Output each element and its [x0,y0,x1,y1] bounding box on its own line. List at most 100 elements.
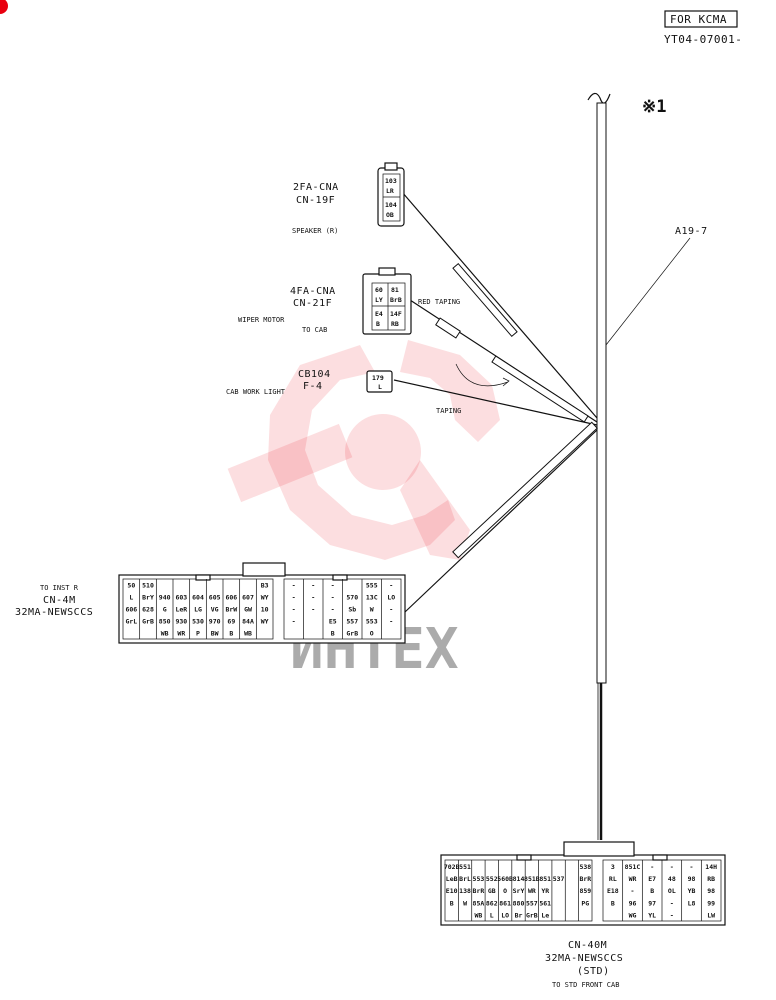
cn4m-left-pin-label: 50 [127,582,135,590]
cn4m-right-pin-label: W [370,606,374,614]
cn4m-left-pin-label: P [196,630,200,638]
cn4m-left-pin-label: LG [194,606,202,614]
trunk-mark: ※1 [642,97,666,117]
cn40m-left-pin-label: 561 [539,899,551,907]
kcma-label: FOR KCMA [670,13,727,26]
cn4m-right-pin-label: - [292,618,296,626]
speaker-cell-4: OB [386,211,394,219]
cn40m-left-pin-label: B [450,899,454,907]
speaker-line2: CN-19F [296,195,335,206]
cn40m-right-pin-label: LW [707,912,715,920]
cn40m-right-pin-label: - [631,887,635,895]
cn4m-right-pin-label: 557 [346,618,358,626]
doc-number: YT04-07001- [664,33,742,46]
cn40m-right-pin-label: - [670,912,674,920]
cn4m-left-pin-label: 603 [175,594,187,602]
cn40m-left-pin-label: 862 [486,899,498,907]
cn40m-right-pin-label: WG [629,912,637,920]
cn4m-left-pin-label: BrY [142,594,154,602]
cn40m-right-pin-label: E7 [648,875,656,883]
red-taping-label: RED TAPING [418,298,460,306]
cn40m-right-pin-label: 14H [705,863,717,871]
main-trunk [587,92,611,840]
cn40m-right-pin-label: RB [707,875,715,883]
cn4m-left-pin-label: 606 [125,606,137,614]
cn40m-right-pin-label: 98 [707,887,715,895]
cn40m-right-pin-label: 48 [668,875,676,883]
cn4m-left-pin-label: 606 [225,594,237,602]
speaker-desc: SPEAKER (R) [292,227,338,235]
cn40m-left-pin-label: 85A [473,899,485,907]
cn4m-left-pin-label: 970 [209,618,221,626]
cn4m-line2: 32MA-NEWSCCS [15,607,93,618]
cn4m-left-pin-label: 69 [227,618,235,626]
cn40m-right-pin-label: L8 [688,899,696,907]
cn4m-right-pin-label: GrB [346,630,358,638]
cn4m-left-pin-label: VG [211,606,219,614]
taping-label: TAPING [436,407,461,415]
cn40m-left-pin-label: Br [515,912,523,920]
cn4m-left-pin-label: GW [244,606,252,614]
cn40m-left-pin-label: 552 [486,875,498,883]
cn40m-left-pin-label: O [503,887,507,895]
cn4m-left-pin-label: WB [244,630,252,638]
cn4m-left-pin-label: WY [261,594,269,602]
cn4m-left-pin-label: 607 [242,594,254,602]
cn40m-right-pin-label: - [670,899,674,907]
cn4m-left-pin-label: 510 [142,582,154,590]
cn4m-left-pin-label: 940 [159,594,171,602]
cn40m-left-pin-label: BrR [579,875,591,883]
cn4m-left-pin-label: 604 [192,594,204,602]
cn4m-right-pin-label: O [370,630,374,638]
cn4m-dest: TO INST R [40,584,79,592]
cn4m-right-pin-label: 13C [366,594,378,602]
harness-id: A19-7 [675,226,708,237]
cn40m-left-pin-label: E10 [446,887,458,895]
cn40m-left-pin-label: YR [541,887,549,895]
cn40m-right-pin-label: B [611,899,615,907]
cn4m-right-pin-label: - [292,594,296,602]
cn4m-left-pin-label: GrB [142,618,154,626]
cn40m-right-pin-label: E18 [607,887,619,895]
cn4m-right-pin-label: - [311,594,315,602]
wiper-cell-2: 81 [391,286,399,294]
wiper-cell-1: 60 [375,286,383,294]
cn40m-right-pin-label: - [650,863,654,871]
cab-light-desc: CAB WORK LIGHT [226,388,286,396]
cn40m-left-pin-label: 859 [579,887,591,895]
harness-id-leader [605,237,691,346]
cn4m-left-pin-label: B [229,630,233,638]
cn40m-left-pin-label: Le [541,912,549,920]
cn4m-left-pin-label: WY [261,618,269,626]
cab-light-line1: CB104 [298,369,331,380]
cn40m-right-pin-label: YB [688,887,696,895]
wiper-cell-6: 14F [390,310,402,318]
cn40m-left-pin-label: LeB [446,875,458,883]
cn4m-right-pin-label: Sb [348,606,356,614]
cn4m-left-pin-label: G [163,606,167,614]
cn40m-left-pin-label: SrY [513,887,525,895]
cn40m-left-pin-label: WB [474,912,482,920]
cn4m-right-pin-label: - [311,582,315,590]
cab-light-cell-1: 179 [372,374,384,382]
cn40m-left-pin-label: 851 [539,875,551,883]
cn4m-left-pin-label: 84A [242,618,254,626]
cn4m-right-pin-label: 553 [366,618,378,626]
cn40m-left-pin-label: LO [501,912,509,920]
cn40m-left-pin-label: 814 [513,875,525,883]
cn4m-left-pin-label: WB [161,630,169,638]
cn40m-left-pin-label: 538 [579,863,591,871]
cn4m-line1: CN-4M [43,595,76,606]
cn4m-right-pin-label: - [311,606,315,614]
cn40m-right-pin-label: YL [648,912,656,920]
wiper-cell-4: BrB [390,296,402,304]
wiper-cell-8: RB [391,320,399,328]
cn4m-right-pin-label: - [292,606,296,614]
cn4m-left-pin-label: 10 [261,606,269,614]
branch-wires [393,191,598,613]
cn4m-right-pin-label: - [389,618,393,626]
cab-light-connector: 179 L [366,370,393,393]
